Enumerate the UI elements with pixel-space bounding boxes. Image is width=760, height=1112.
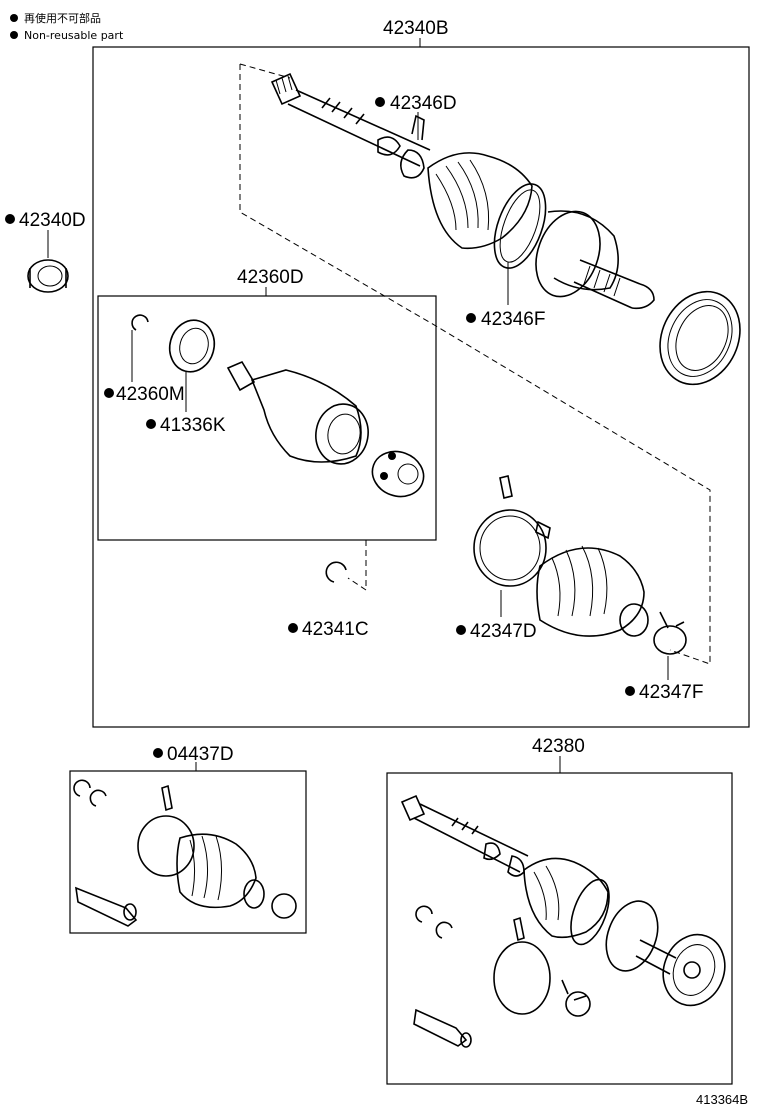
- label-42347F[interactable]: 42347F: [639, 682, 703, 703]
- label-42360D[interactable]: 42360D: [237, 267, 304, 288]
- dashed-guide: [239, 64, 711, 665]
- frame-42380: [386, 772, 733, 1085]
- boot-kit-drawing: [73, 779, 297, 927]
- label-42346F[interactable]: 42346F: [481, 309, 545, 330]
- label-04437D[interactable]: 04437D: [167, 744, 234, 765]
- label-42347D[interactable]: 42347D: [470, 621, 537, 642]
- legend-jp: 再使用不可部品: [24, 11, 101, 25]
- boot-clamp-drawing: [473, 475, 687, 655]
- frame-42340B: [92, 46, 750, 728]
- label-42346D[interactable]: 42346D: [390, 93, 457, 114]
- drive-shaft-drawing: [270, 72, 655, 310]
- label-42340D[interactable]: 42340D: [19, 210, 86, 231]
- frame-42360D: [97, 295, 437, 541]
- snap-ring-drawing: [325, 561, 347, 583]
- shaft-assembly-drawing: [400, 794, 726, 1048]
- legend-en: Non-reusable part: [24, 29, 124, 42]
- label-42340B[interactable]: 42340B: [383, 18, 449, 39]
- legend: 再使用不可部品 Non-reusable part: [10, 11, 124, 42]
- label-42341C[interactable]: 42341C: [302, 619, 369, 640]
- bearing-drawing: [27, 259, 69, 293]
- drawing-number: 413364B: [696, 1092, 748, 1107]
- inner-joint-drawing: [131, 314, 425, 498]
- bullet-icon: [10, 31, 18, 39]
- label-42380[interactable]: 42380: [532, 736, 585, 757]
- label-41336K[interactable]: 41336K: [160, 415, 226, 436]
- label-42360M[interactable]: 42360M: [116, 384, 185, 405]
- dust-seal-drawing: [659, 290, 741, 386]
- bullet-icon: [10, 14, 18, 22]
- frame-04437D: [69, 770, 307, 934]
